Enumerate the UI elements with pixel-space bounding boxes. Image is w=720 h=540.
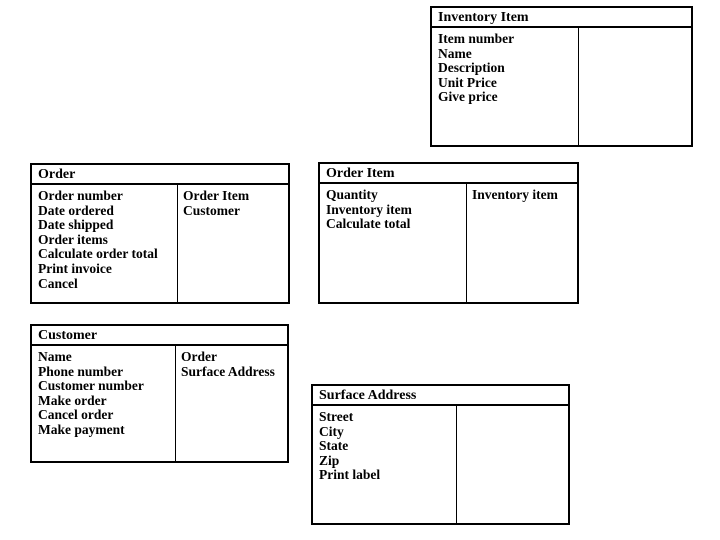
responsibilities-column: Name Phone number Customer number Make o… [32,346,176,461]
responsibility-item: Print invoice [38,260,112,276]
responsibility-item: Print label [319,467,381,483]
class-body: Item number Name Description Unit Price … [432,28,691,145]
responsibility-item: Order number [38,188,123,203]
collaborator-item: Order [181,349,217,364]
class-box-order[interactable]: Order Order number Date ordered Date shi… [30,163,290,304]
responsibility-item: City [319,423,344,439]
responsibility-item: Make payment [38,421,125,437]
responsibilities-column: Quantity Inventory item Calculate total [320,184,467,302]
responsibility-item: Date ordered [38,202,114,218]
responsibility-item: Give price [438,89,498,105]
responsibility-item: Calculate order total [38,246,158,262]
collaborators-column: Inventory item [467,184,577,302]
responsibility-item: Make order [38,392,107,408]
responsibility-item: Name [438,45,472,61]
responsibilities-column: Order number Date ordered Date shipped O… [32,185,178,302]
class-title: Customer [32,326,287,346]
collaborators-column [457,406,568,523]
responsibility-item: Street [319,409,354,424]
responsibility-item: Customer number [38,378,144,394]
collaborators-column: Order Item Customer [178,185,288,302]
responsibility-item: Quantity [326,187,378,202]
class-title: Inventory Item [432,8,691,28]
responsibility-item: Cancel [38,275,78,291]
responsibility-item: Phone number [38,363,124,379]
class-body: Quantity Inventory item Calculate total … [320,184,577,302]
responsibility-item: Zip [319,452,340,468]
responsibility-item: State [319,438,349,454]
responsibility-item: Order items [38,231,108,247]
responsibility-item: Calculate total [326,216,411,232]
responsibility-item: Unit Price [438,74,497,90]
collaborator-item: Order Item [183,188,250,203]
class-box-surface-address[interactable]: Surface Address Street City State Zip Pr… [311,384,570,525]
class-body: Name Phone number Customer number Make o… [32,346,287,461]
responsibility-item: Inventory item [326,201,412,217]
class-title: Surface Address [313,386,568,406]
class-title: Order Item [320,164,577,184]
responsibility-item: Item number [438,31,515,46]
responsibilities-column: Item number Name Description Unit Price … [432,28,579,145]
class-box-customer[interactable]: Customer Name Phone number Customer numb… [30,324,289,463]
collaborator-item: Inventory item [472,187,558,202]
collaborator-item: Surface Address [181,363,275,379]
collaborators-column [579,28,691,145]
responsibility-item: Date shipped [38,217,114,233]
class-title: Order [32,165,288,185]
class-body: Order number Date ordered Date shipped O… [32,185,288,302]
class-box-inventory-item[interactable]: Inventory Item Item number Name Descript… [430,6,693,147]
responsibility-item: Name [38,349,72,364]
responsibilities-column: Street City State Zip Print label [313,406,457,523]
collaborator-item: Customer [183,202,240,218]
responsibility-item: Cancel order [38,407,114,423]
responsibility-item: Description [438,60,505,76]
collaborators-column: Order Surface Address [176,346,287,461]
class-box-order-item[interactable]: Order Item Quantity Inventory item Calcu… [318,162,579,304]
class-body: Street City State Zip Print label [313,406,568,523]
